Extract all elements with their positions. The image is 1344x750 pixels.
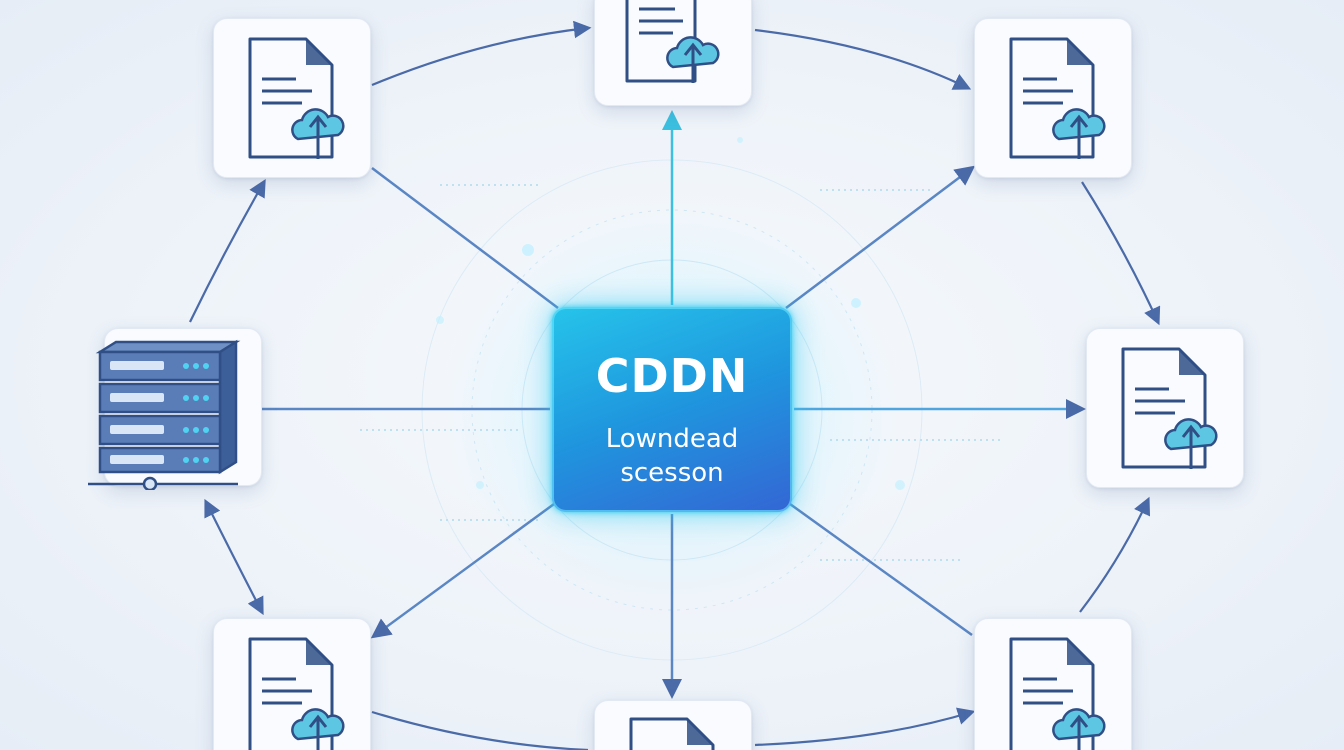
hub-subtitle-line-1: Lowndead bbox=[605, 424, 739, 454]
document-node-right[interactable] bbox=[1086, 328, 1244, 488]
spoke-to-bottomleft bbox=[370, 502, 555, 639]
connector-topleft-to-topcenter bbox=[371, 20, 592, 87]
connector-topright-to-right bbox=[1081, 181, 1161, 326]
connector-server-to-topleft bbox=[189, 178, 266, 323]
connector-bottomcenter-to-bottomright bbox=[754, 707, 976, 747]
hub-spokes bbox=[262, 110, 1086, 699]
document-cloud-upload-icon bbox=[1009, 637, 1106, 750]
outer-ring-connectors bbox=[189, 20, 1161, 750]
hub-subtitle: Lowndead scesson bbox=[552, 422, 792, 490]
spoke-to-bottomright bbox=[789, 502, 973, 637]
cdn-hub[interactable]: CDDN Lowndead scesson bbox=[552, 307, 792, 512]
document-cloud-upload-icon bbox=[248, 637, 345, 750]
connector-server-to-bottomleft bbox=[204, 498, 264, 616]
hub-subtitle-line-2: scesson bbox=[620, 458, 724, 488]
document-cloud-upload-icon bbox=[1121, 347, 1218, 469]
spoke-to-topright bbox=[785, 165, 976, 309]
spoke-to-topleft bbox=[371, 167, 559, 309]
connector-bottomright-to-right bbox=[1079, 496, 1151, 613]
document-cloud-upload-icon bbox=[625, 0, 720, 83]
document-node-top-center[interactable] bbox=[594, 0, 752, 106]
document-cloud-upload-icon bbox=[629, 717, 715, 750]
document-node-bottom-right[interactable] bbox=[974, 618, 1132, 750]
document-node-top-left[interactable] bbox=[213, 18, 371, 178]
server-rack-icon bbox=[88, 339, 241, 490]
connector-topcenter-to-topright bbox=[754, 28, 972, 90]
connector-bottomleft-to-bottomcenter bbox=[371, 710, 589, 750]
data-streaks bbox=[360, 184, 1000, 561]
document-cloud-upload-icon bbox=[1009, 37, 1106, 159]
sparkles bbox=[436, 137, 905, 490]
document-node-bottom-left[interactable] bbox=[213, 618, 371, 750]
document-node-top-right[interactable] bbox=[974, 18, 1132, 178]
document-node-bottom-center[interactable] bbox=[594, 700, 752, 750]
document-cloud-upload-icon bbox=[248, 37, 345, 159]
hub-title: CDDN bbox=[595, 349, 749, 403]
